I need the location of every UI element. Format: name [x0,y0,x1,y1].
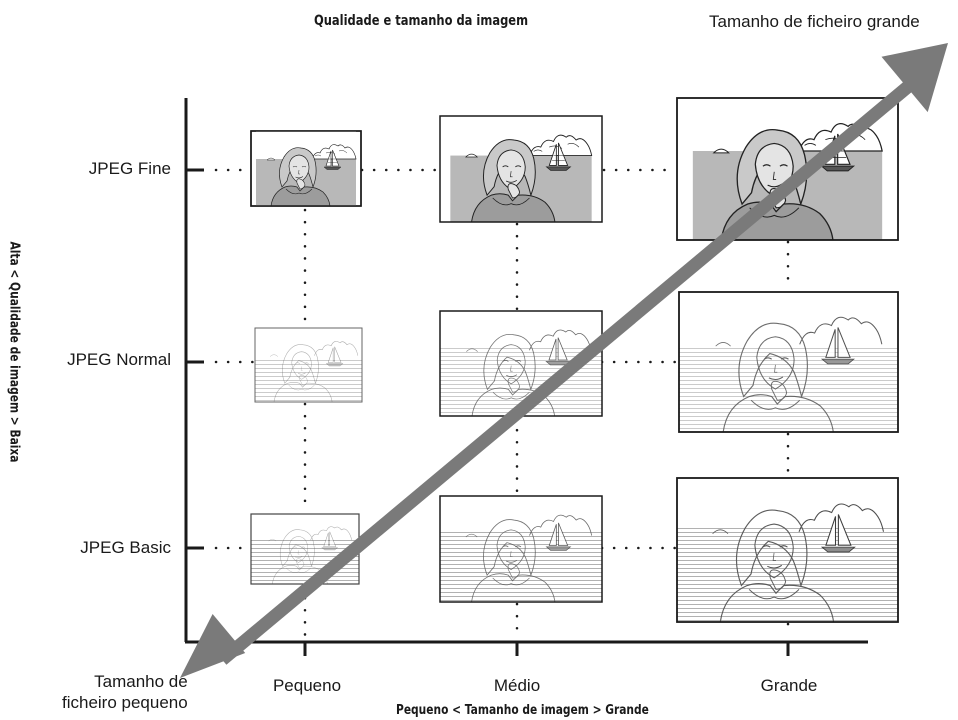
row-label-jpeg-normal: JPEG Normal [67,350,171,369]
dotted-guides [214,168,790,638]
image-basic-grande [676,477,899,623]
col-label-medio: Médio [493,676,541,695]
x-axis-title: Pequeno < Tamanho de imagem > Grande [396,703,649,718]
small-file-size-line-1: Tamanho de [94,672,188,691]
image-normal-pequeno [254,327,363,403]
image-fine-pequeno [250,130,362,207]
image-fine-grande [676,97,899,241]
large-file-size-label: Tamanho de ficheiro grande [709,12,920,31]
image-fine-medio [439,115,603,223]
diagram-title: Qualidade e tamanho da imagem [314,13,529,29]
small-file-size-line-2: ficheiro pequeno [62,693,188,712]
small-file-size-label: Tamanho de ficheiro pequeno [62,671,188,713]
col-label-grande: Grande [760,676,818,695]
y-axis-title: Alta < Qualidade de imagem > Baixa [6,241,22,463]
file-size-double-arrow [180,43,948,678]
image-basic-pequeno [250,513,360,585]
image-basic-medio [439,495,603,603]
row-label-jpeg-basic: JPEG Basic [80,538,171,557]
row-label-jpeg-fine: JPEG Fine [88,159,171,178]
image-normal-grande [678,291,899,433]
col-label-pequeno: Pequeno [272,676,342,695]
